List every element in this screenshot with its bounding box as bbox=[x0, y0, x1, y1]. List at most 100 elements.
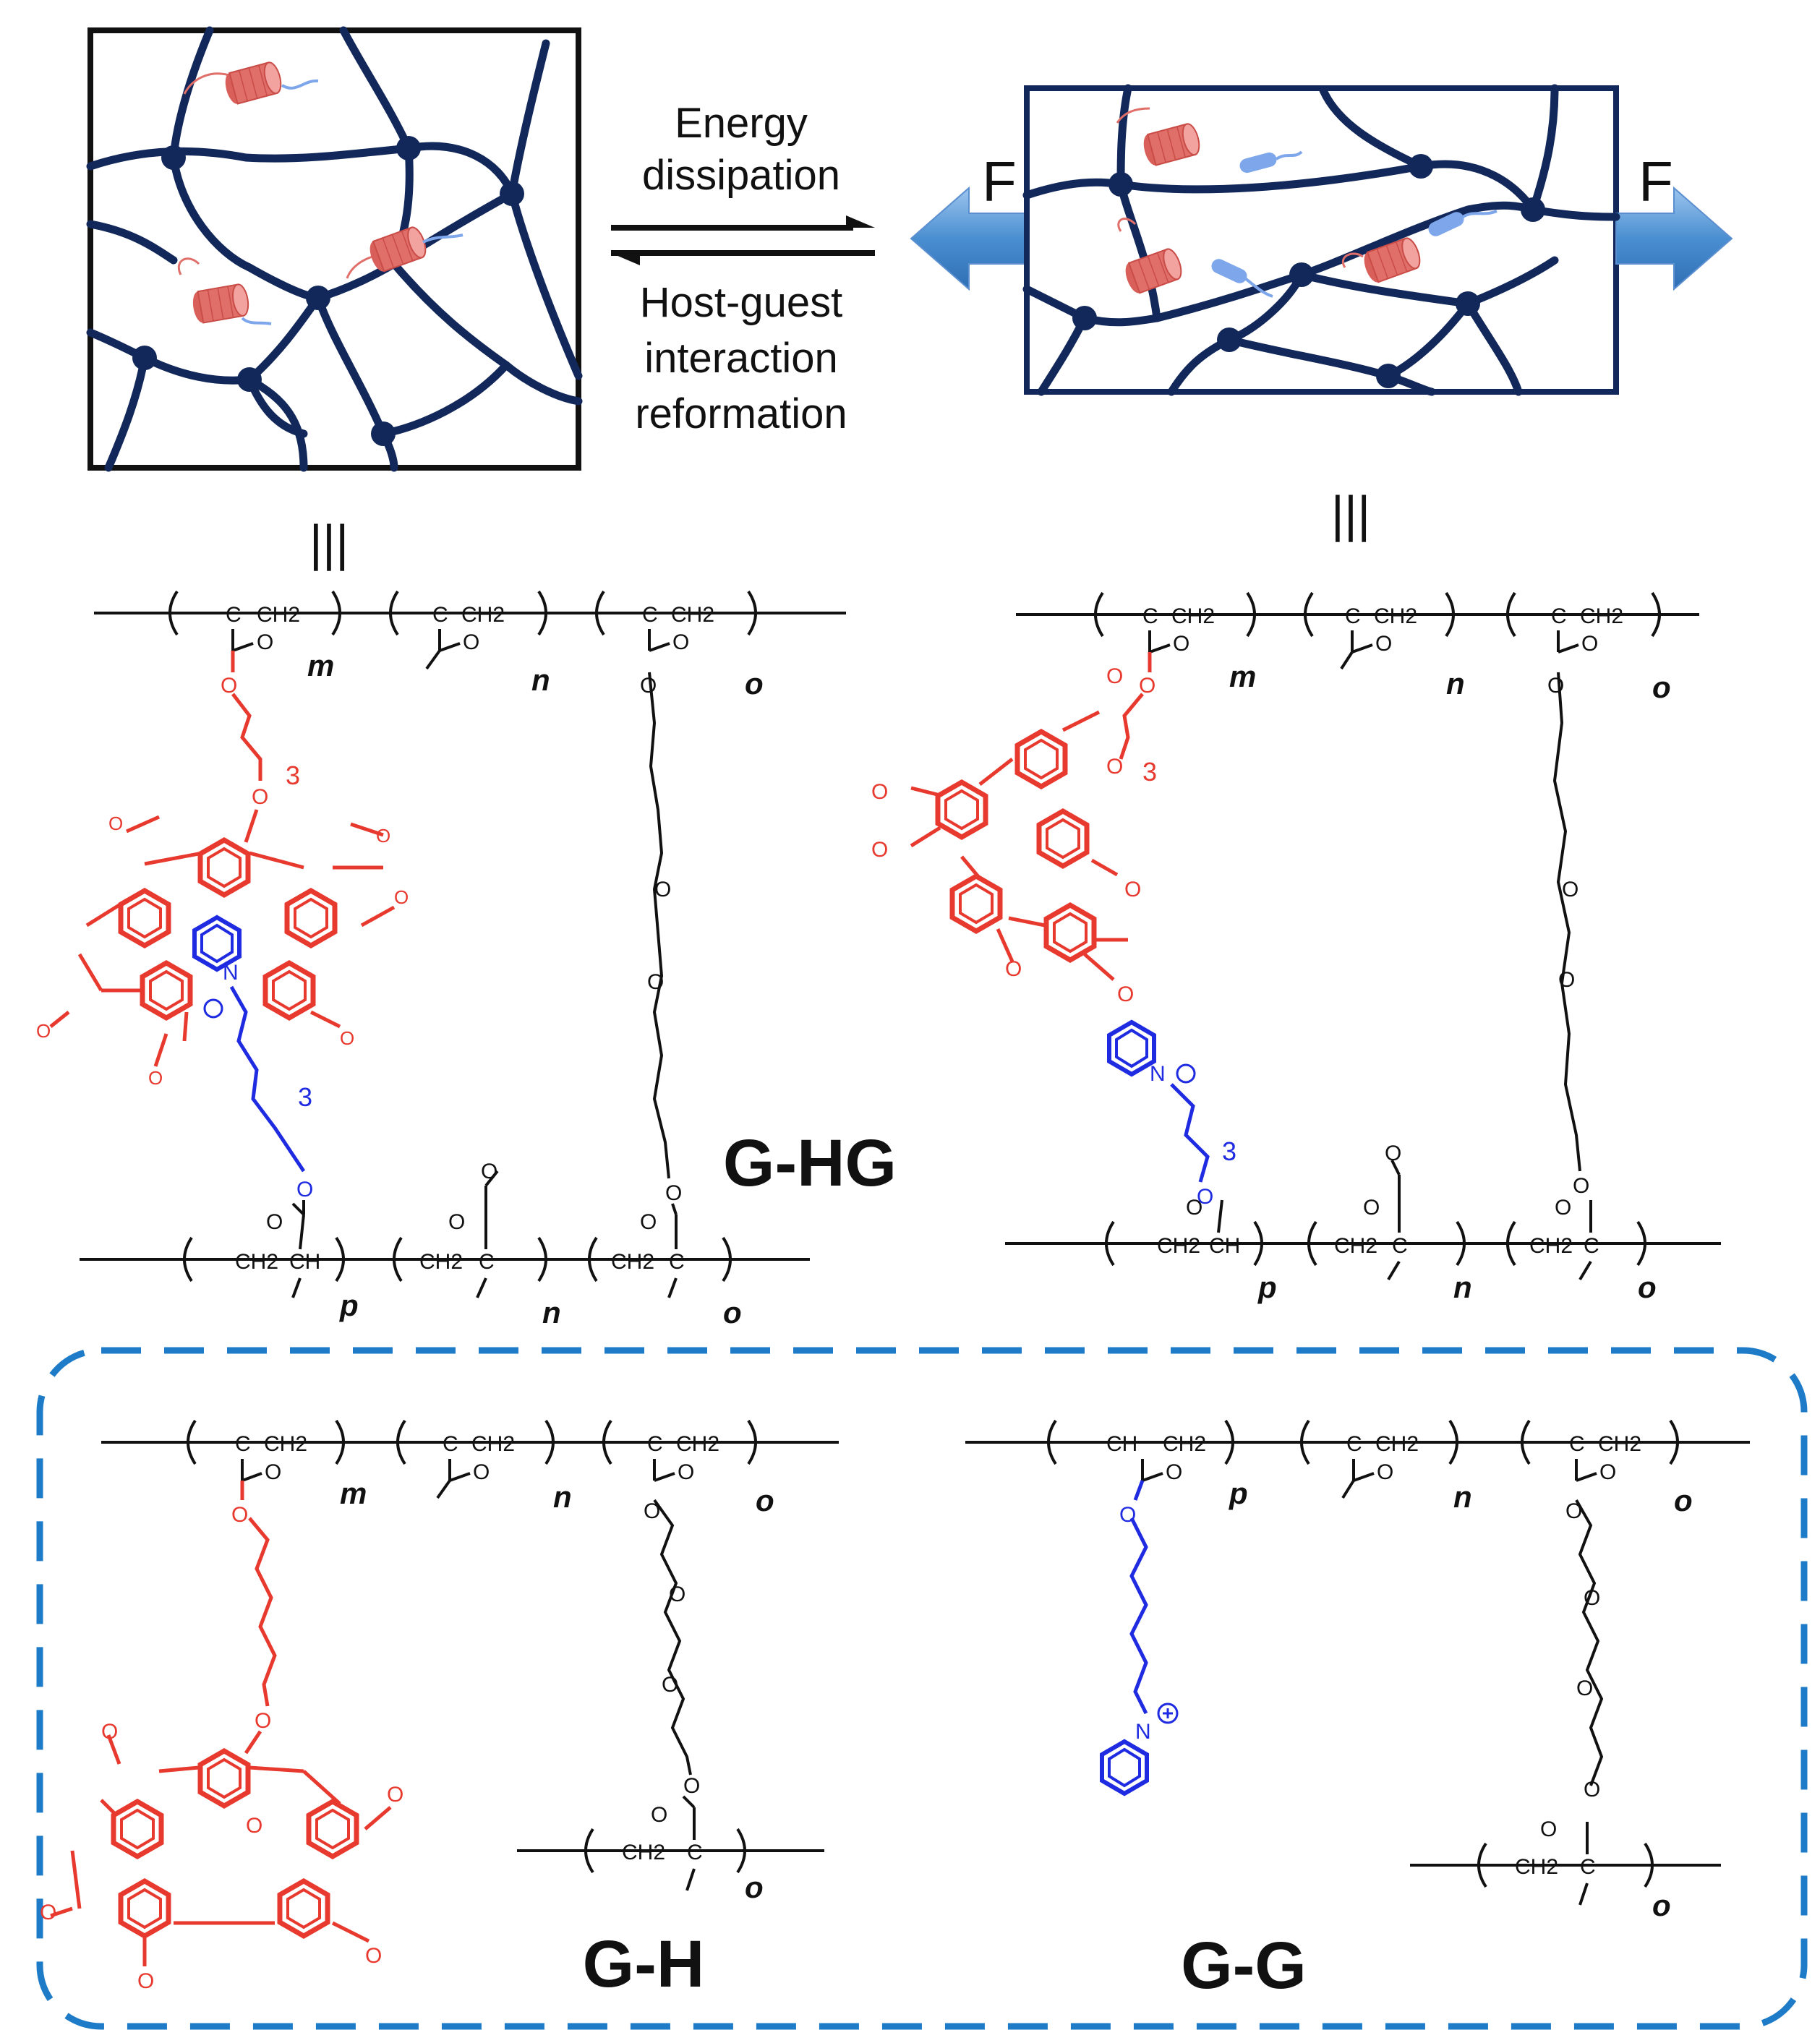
diss-o-ester-3: O bbox=[1581, 632, 1598, 656]
equivalence-left: ||| bbox=[309, 515, 349, 571]
gh-peg-o2: O bbox=[669, 1582, 685, 1606]
label-gh: G-H bbox=[583, 1927, 705, 2001]
structure-ghg-dissociated: C CH2 C CH2 C CH2 O O O m n o O 3 O bbox=[871, 591, 1721, 1304]
host-guest-pair-2 bbox=[177, 257, 272, 325]
diss-b-o2: O bbox=[1363, 1196, 1380, 1220]
ghg-peg-o4: O bbox=[665, 1181, 682, 1205]
ghg-b-o1: O bbox=[266, 1210, 283, 1234]
reverse-label-line1: Host-guest bbox=[640, 279, 842, 326]
gh-host-methoxy-6: O bbox=[246, 1814, 262, 1838]
gh-ch2-1: CH2 bbox=[264, 1432, 307, 1456]
diss-host-methoxy-2: O bbox=[871, 780, 888, 804]
ghg-peg-o3: O bbox=[647, 970, 664, 994]
diss-host-methoxy-3: O bbox=[871, 838, 888, 862]
gh-peg-o3: O bbox=[662, 1673, 678, 1697]
label-gg: G-G bbox=[1181, 1929, 1307, 2003]
diss-host-methoxy-6: O bbox=[1005, 957, 1022, 981]
gh-ch2-3: CH2 bbox=[676, 1432, 719, 1456]
gh-host-methoxy-5: O bbox=[365, 1944, 382, 1968]
gg-b-o1: O bbox=[1540, 1817, 1557, 1841]
diss-host-sub-3: 3 bbox=[1142, 757, 1157, 787]
ghg-c2: C bbox=[432, 603, 448, 627]
ghg-sub-p: p bbox=[339, 1288, 359, 1322]
ghg-o-ester-3: O bbox=[672, 630, 689, 654]
diss-sub-n-bot: n bbox=[1453, 1270, 1472, 1304]
diss-b-ch: CH bbox=[1209, 1234, 1240, 1258]
gh-sub-m: m bbox=[340, 1476, 367, 1510]
pillararene-host-free: O O O O O O bbox=[871, 664, 1141, 1006]
guest-unbound-1 bbox=[1238, 150, 1303, 175]
gh-host-methoxy-4: O bbox=[137, 1969, 154, 1993]
diss-sub-n-top: n bbox=[1446, 667, 1465, 701]
ghg-b-c2: C bbox=[479, 1250, 495, 1274]
ghg-host-methoxy-3: O bbox=[36, 1020, 51, 1042]
pillararene-host-gh: O O O O O O bbox=[40, 1720, 403, 1993]
diss-peg-o4: O bbox=[1573, 1174, 1589, 1198]
gg-o-ester-1: O bbox=[1166, 1460, 1182, 1484]
gh-peg-o4: O bbox=[683, 1774, 700, 1798]
ghg-sub-m-top: m bbox=[307, 648, 334, 682]
diss-host-o2: O bbox=[1106, 755, 1123, 779]
force-label-left: F bbox=[982, 150, 1017, 213]
gh-o-ester-3: O bbox=[678, 1460, 694, 1484]
diss-peg-o2: O bbox=[1562, 878, 1578, 901]
diss-b-o1: O bbox=[1186, 1196, 1202, 1220]
diss-ch2-1: CH2 bbox=[1171, 604, 1215, 628]
diss-ch2-2: CH2 bbox=[1374, 604, 1417, 628]
force-arrow-right: F bbox=[1615, 150, 1733, 291]
pyridinium-guest-gg: N bbox=[1102, 1702, 1179, 1794]
gg-b-c: C bbox=[1580, 1855, 1596, 1879]
gh-c3: C bbox=[647, 1432, 663, 1456]
ghg-c1: C bbox=[226, 603, 242, 627]
pillararene-host-ghg: O O O O O O bbox=[36, 809, 409, 1089]
gh-host-methoxy-1: O bbox=[101, 1720, 118, 1744]
diss-b-o4: O bbox=[1555, 1196, 1571, 1220]
pyridinium-guest-ghg: N 3 O bbox=[195, 917, 313, 1202]
gg-guest-o: O bbox=[1119, 1503, 1136, 1527]
diss-peg-o3: O bbox=[1558, 968, 1575, 992]
ghg-sub-n-top: n bbox=[531, 663, 550, 697]
host-unbound-1 bbox=[1116, 107, 1203, 168]
ghg-host-methoxy-1: O bbox=[108, 813, 123, 834]
gh-c1: C bbox=[235, 1432, 251, 1456]
control-polymers-frame bbox=[36, 1347, 1808, 2030]
gg-c2: C bbox=[1346, 1432, 1362, 1456]
diss-guest-o: O bbox=[1197, 1185, 1213, 1209]
diss-b-o3: O bbox=[1385, 1142, 1401, 1165]
ghg-o-ester-1: O bbox=[257, 630, 273, 654]
ghg-sub-o-top: o bbox=[745, 667, 764, 701]
ghg-peg-o2: O bbox=[654, 878, 671, 901]
gg-ch2-3: CH2 bbox=[1598, 1432, 1641, 1456]
diss-c3: C bbox=[1551, 604, 1567, 628]
ghg-guest-n: N bbox=[223, 961, 239, 985]
gg-o-ester-2: O bbox=[1377, 1460, 1393, 1484]
reverse-label-line3: reformation bbox=[635, 390, 847, 437]
label-ghg: G-HG bbox=[723, 1126, 897, 1200]
gg-sub-o-bot: o bbox=[1652, 1888, 1671, 1922]
reverse-label-line2: interaction bbox=[644, 335, 838, 382]
gg-peg-o4: O bbox=[1584, 1778, 1600, 1802]
force-label-right: F bbox=[1639, 150, 1673, 213]
ghg-host-methoxy-2: O bbox=[376, 825, 390, 847]
ghg-peg-o1: O bbox=[640, 674, 657, 698]
diss-sub-m: m bbox=[1229, 659, 1256, 693]
gh-c2: C bbox=[443, 1432, 458, 1456]
gh-o-ester-2: O bbox=[473, 1460, 490, 1484]
gh-b-ch2: CH2 bbox=[622, 1841, 665, 1864]
gg-peg-o2: O bbox=[1584, 1586, 1600, 1610]
ghg-guest-o: O bbox=[296, 1178, 313, 1202]
diss-sub-o-top: o bbox=[1652, 670, 1671, 704]
forward-label-line1: Energy bbox=[675, 100, 808, 147]
diss-b-c3: C bbox=[1584, 1234, 1599, 1258]
diss-guest-n: N bbox=[1150, 1062, 1166, 1086]
equilibrium-arrows: Energy dissipation Host-guest interactio… bbox=[611, 100, 875, 437]
gh-host-methoxy-3: O bbox=[40, 1901, 56, 1924]
ghg-host-methoxy-6: O bbox=[394, 886, 409, 908]
ghg-sub-n-bot: n bbox=[542, 1295, 561, 1329]
ghg-ch2-1: CH2 bbox=[257, 603, 300, 627]
diss-host-o1: O bbox=[1139, 674, 1155, 698]
diss-b-ch2-1: CH2 bbox=[1157, 1234, 1200, 1258]
gg-guest-n: N bbox=[1135, 1720, 1151, 1744]
ghg-host-methoxy-4: O bbox=[148, 1067, 163, 1089]
